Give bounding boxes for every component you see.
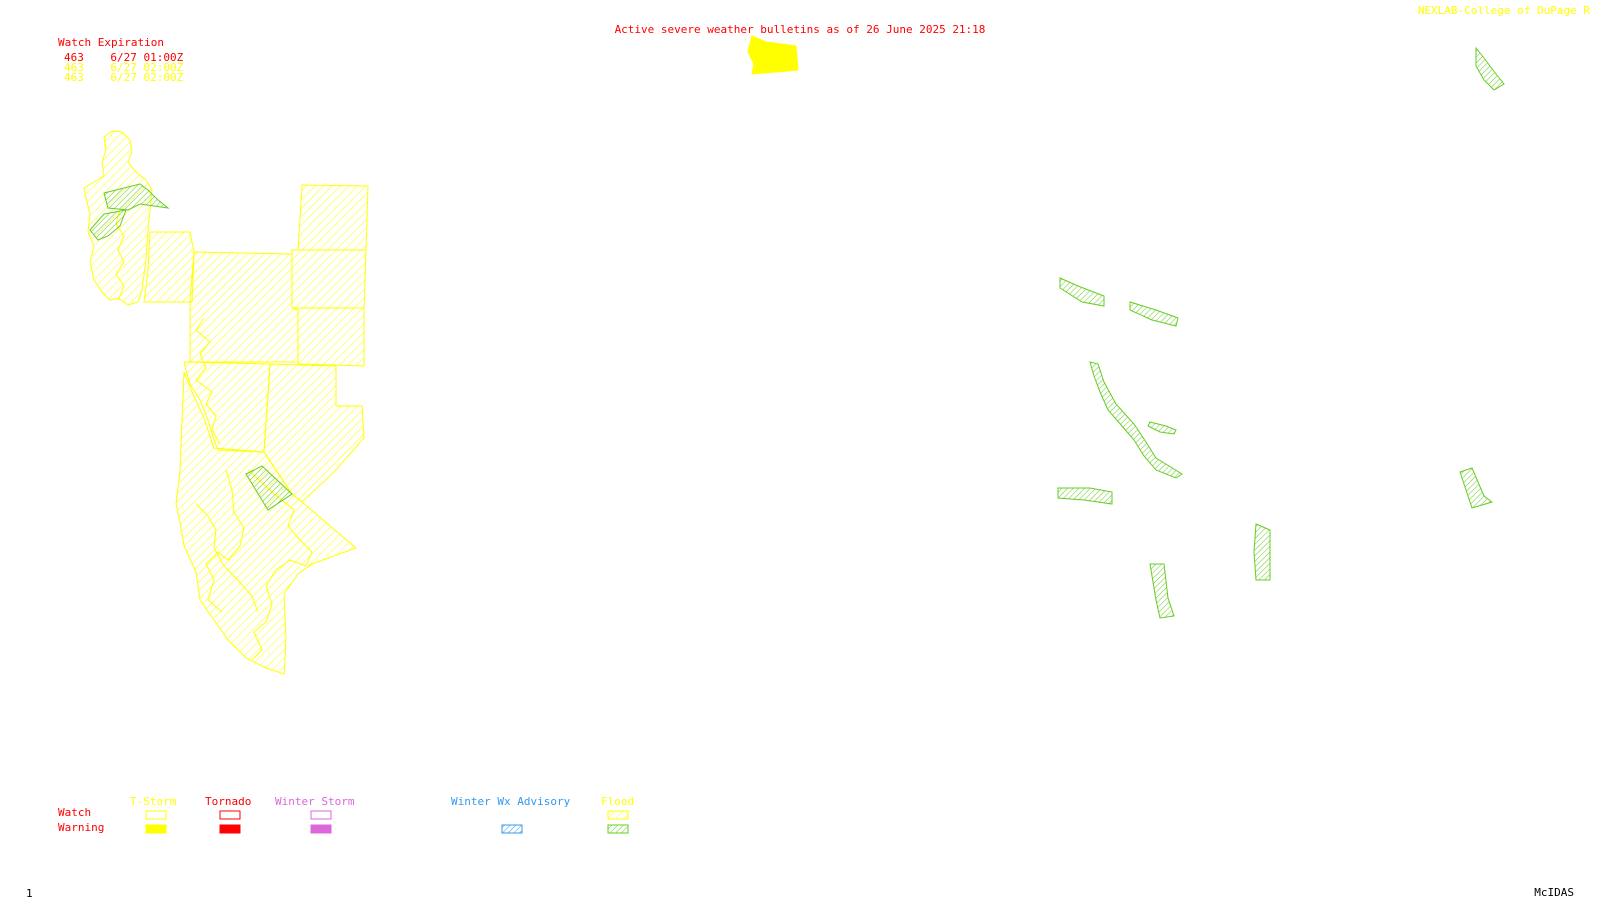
- legend-winter-advisory-swatch: [501, 824, 523, 834]
- legend-flood-warning-swatch: [607, 824, 629, 834]
- tstorm-watch-area: [83, 130, 369, 675]
- map-title: Active severe weather bulletins as of 26…: [614, 23, 986, 36]
- flood-warning-polygon: [103, 183, 170, 211]
- flood-warning-polygon: [245, 465, 293, 511]
- watch-expires: 6/27 02:00Z: [110, 61, 184, 74]
- legend-winter-storm-label: Winter Storm: [275, 795, 355, 808]
- watch-expires: 6/27 01:00Z: [110, 51, 184, 64]
- watch-county: [189, 251, 299, 363]
- legend-watch-label: Watch: [58, 806, 92, 819]
- legend-tornado-warning-swatch: [219, 824, 241, 834]
- source-credit: NEXLAB-College of DuPage R: [1417, 4, 1590, 17]
- frame-number: 1: [26, 887, 33, 900]
- watch-county: [297, 307, 365, 367]
- flood-warning-polygon: [1475, 46, 1505, 91]
- watch-row-1: 463 6/27 01:00Z: [64, 52, 183, 64]
- watch-row-3: 463 6/27 02:00Z: [64, 72, 183, 84]
- legend-winter-storm-watch-swatch: [310, 810, 332, 820]
- flood-warning-polygon: [1057, 487, 1113, 505]
- flood-warning-polygon: [1089, 361, 1183, 479]
- legend-warning-label: Warning: [58, 821, 105, 834]
- legend-tstorm-watch-swatch: [145, 810, 167, 820]
- flood-warning-polygon: [89, 209, 127, 241]
- legend-tornado-watch-swatch: [219, 810, 241, 820]
- legend-swatches: [145, 810, 629, 834]
- watch-expiration-header: Watch Expiration: [58, 36, 164, 49]
- county-boundaries: [115, 209, 313, 661]
- watch-expires: 6/27 02:00Z: [110, 71, 184, 84]
- legend-tstorm-warning-swatch: [145, 824, 167, 834]
- watch-county: [175, 371, 357, 675]
- legend-tstorm-label: T-Storm: [130, 795, 177, 808]
- watch-county: [291, 249, 367, 309]
- watch-id: 463: [64, 61, 84, 74]
- legend-winter-advisory-label: Winter Wx Advisory: [451, 795, 571, 808]
- legend-winter-storm-warning-swatch: [310, 824, 332, 834]
- legend-flood-label: Flood: [601, 795, 635, 808]
- flood-warning-polygon: [1147, 421, 1177, 435]
- watch-county: [297, 184, 369, 251]
- legend-tornado-label: Tornado: [205, 795, 252, 808]
- watch-row-2: 463 6/27 02:00Z: [64, 62, 183, 74]
- watch-county: [143, 231, 195, 303]
- flood-warning-polygon: [1149, 563, 1175, 619]
- flood-warning-polygon: [1253, 523, 1271, 581]
- flood-warning-polygon: [1059, 277, 1105, 307]
- flood-warning-areas: [89, 46, 1505, 619]
- watch-id: 463: [64, 71, 84, 84]
- mcidas-label: McIDAS: [1534, 886, 1574, 899]
- flood-warning-polygon: [1129, 301, 1179, 327]
- watch-id: 463: [64, 51, 84, 64]
- flood-warning-polygon: [1459, 467, 1494, 509]
- tstorm-warning-polygon: [747, 35, 799, 75]
- legend-flood-watch-swatch: [607, 810, 629, 820]
